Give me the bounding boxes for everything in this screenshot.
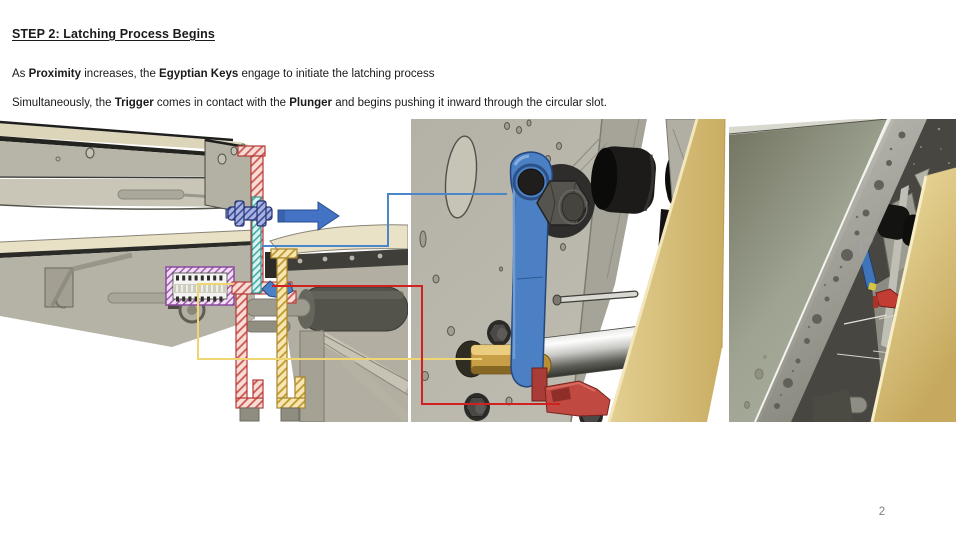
- olive-panel: [729, 119, 891, 422]
- page-title: STEP 2: Latching Process Begins: [12, 27, 215, 41]
- rivet-panel: [204, 138, 253, 215]
- lever-closeup-figure: [411, 119, 727, 422]
- tan-panel-right: [870, 167, 956, 422]
- page-title-text: STEP 2: Latching Process Begins: [12, 27, 215, 41]
- p2-seg2: comes in contact with the: [153, 96, 290, 109]
- p1-bold-proximity: Proximity: [28, 67, 82, 80]
- p2-bold-trigger: Trigger: [114, 96, 154, 109]
- p2-bold-plunger: Plunger: [289, 96, 333, 109]
- hex-nut: [536, 180, 590, 226]
- cross-section-figure: [0, 120, 408, 422]
- paragraph-trigger: Simultaneously, the Trigger comes in con…: [12, 97, 607, 109]
- tan-panel: [607, 119, 726, 422]
- p1-seg1: As: [12, 67, 29, 80]
- assembly-wide-figure: [729, 119, 956, 422]
- p1-bold-egyptian-keys: Egyptian Keys: [159, 67, 239, 80]
- p2-seg3: and begins pushing it inward through the…: [332, 96, 607, 109]
- right-arrow-icon: [277, 201, 340, 231]
- p1-seg3: engage to initiate the latching process: [238, 67, 435, 80]
- p2-seg1: Simultaneously, the: [12, 96, 115, 109]
- paragraph-proximity: As Proximity increases, the Egyptian Key…: [12, 68, 435, 80]
- upper-wing-assembly: [0, 120, 253, 210]
- page-number: 2: [878, 506, 886, 518]
- p1-seg2: increases, the: [81, 67, 160, 80]
